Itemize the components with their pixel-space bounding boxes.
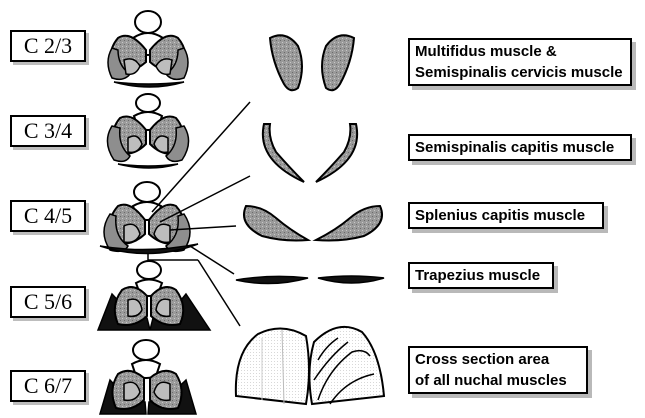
multifidus-shape — [270, 35, 354, 90]
label-text: Trapezius muscle — [415, 265, 547, 286]
section-c5-6 — [98, 261, 210, 330]
label-text: Splenius capitis muscle — [415, 205, 597, 226]
label-splenius-capitis: Splenius capitis muscle — [408, 202, 604, 229]
label-trapezius: Trapezius muscle — [408, 262, 554, 289]
trapezius-shape — [236, 276, 384, 284]
level-label-c2-3: C 2/3 — [10, 30, 86, 62]
level-label-c6-7: C 6/7 — [10, 370, 86, 402]
label-line-2: of all nuchal muscles — [415, 370, 581, 391]
label-line-1: Cross section area — [415, 349, 581, 370]
level-label-c3-4: C 3/4 — [10, 115, 86, 147]
section-c6-7 — [100, 340, 196, 414]
section-c3-4 — [107, 94, 188, 168]
label-line-1: Multifidus muscle & — [415, 41, 625, 62]
semispinalis-capitis-shape — [263, 124, 357, 182]
splenius-capitis-shape — [244, 206, 382, 241]
label-text: Semispinalis capitis muscle — [415, 137, 625, 158]
cross-section-shape — [236, 327, 384, 404]
label-cross-section-area: Cross section area of all nuchal muscles — [408, 346, 588, 394]
label-multifidus-semispinalis-cervicis: Multifidus muscle & Semispinalis cervici… — [408, 38, 632, 86]
section-c4-5 — [100, 182, 198, 254]
section-c2-3 — [108, 11, 188, 87]
level-label-c5-6: C 5/6 — [10, 286, 86, 318]
label-semispinalis-capitis: Semispinalis capitis muscle — [408, 134, 632, 161]
level-label-c4-5: C 4/5 — [10, 200, 86, 232]
label-line-2: Semispinalis cervicis muscle — [415, 62, 625, 83]
